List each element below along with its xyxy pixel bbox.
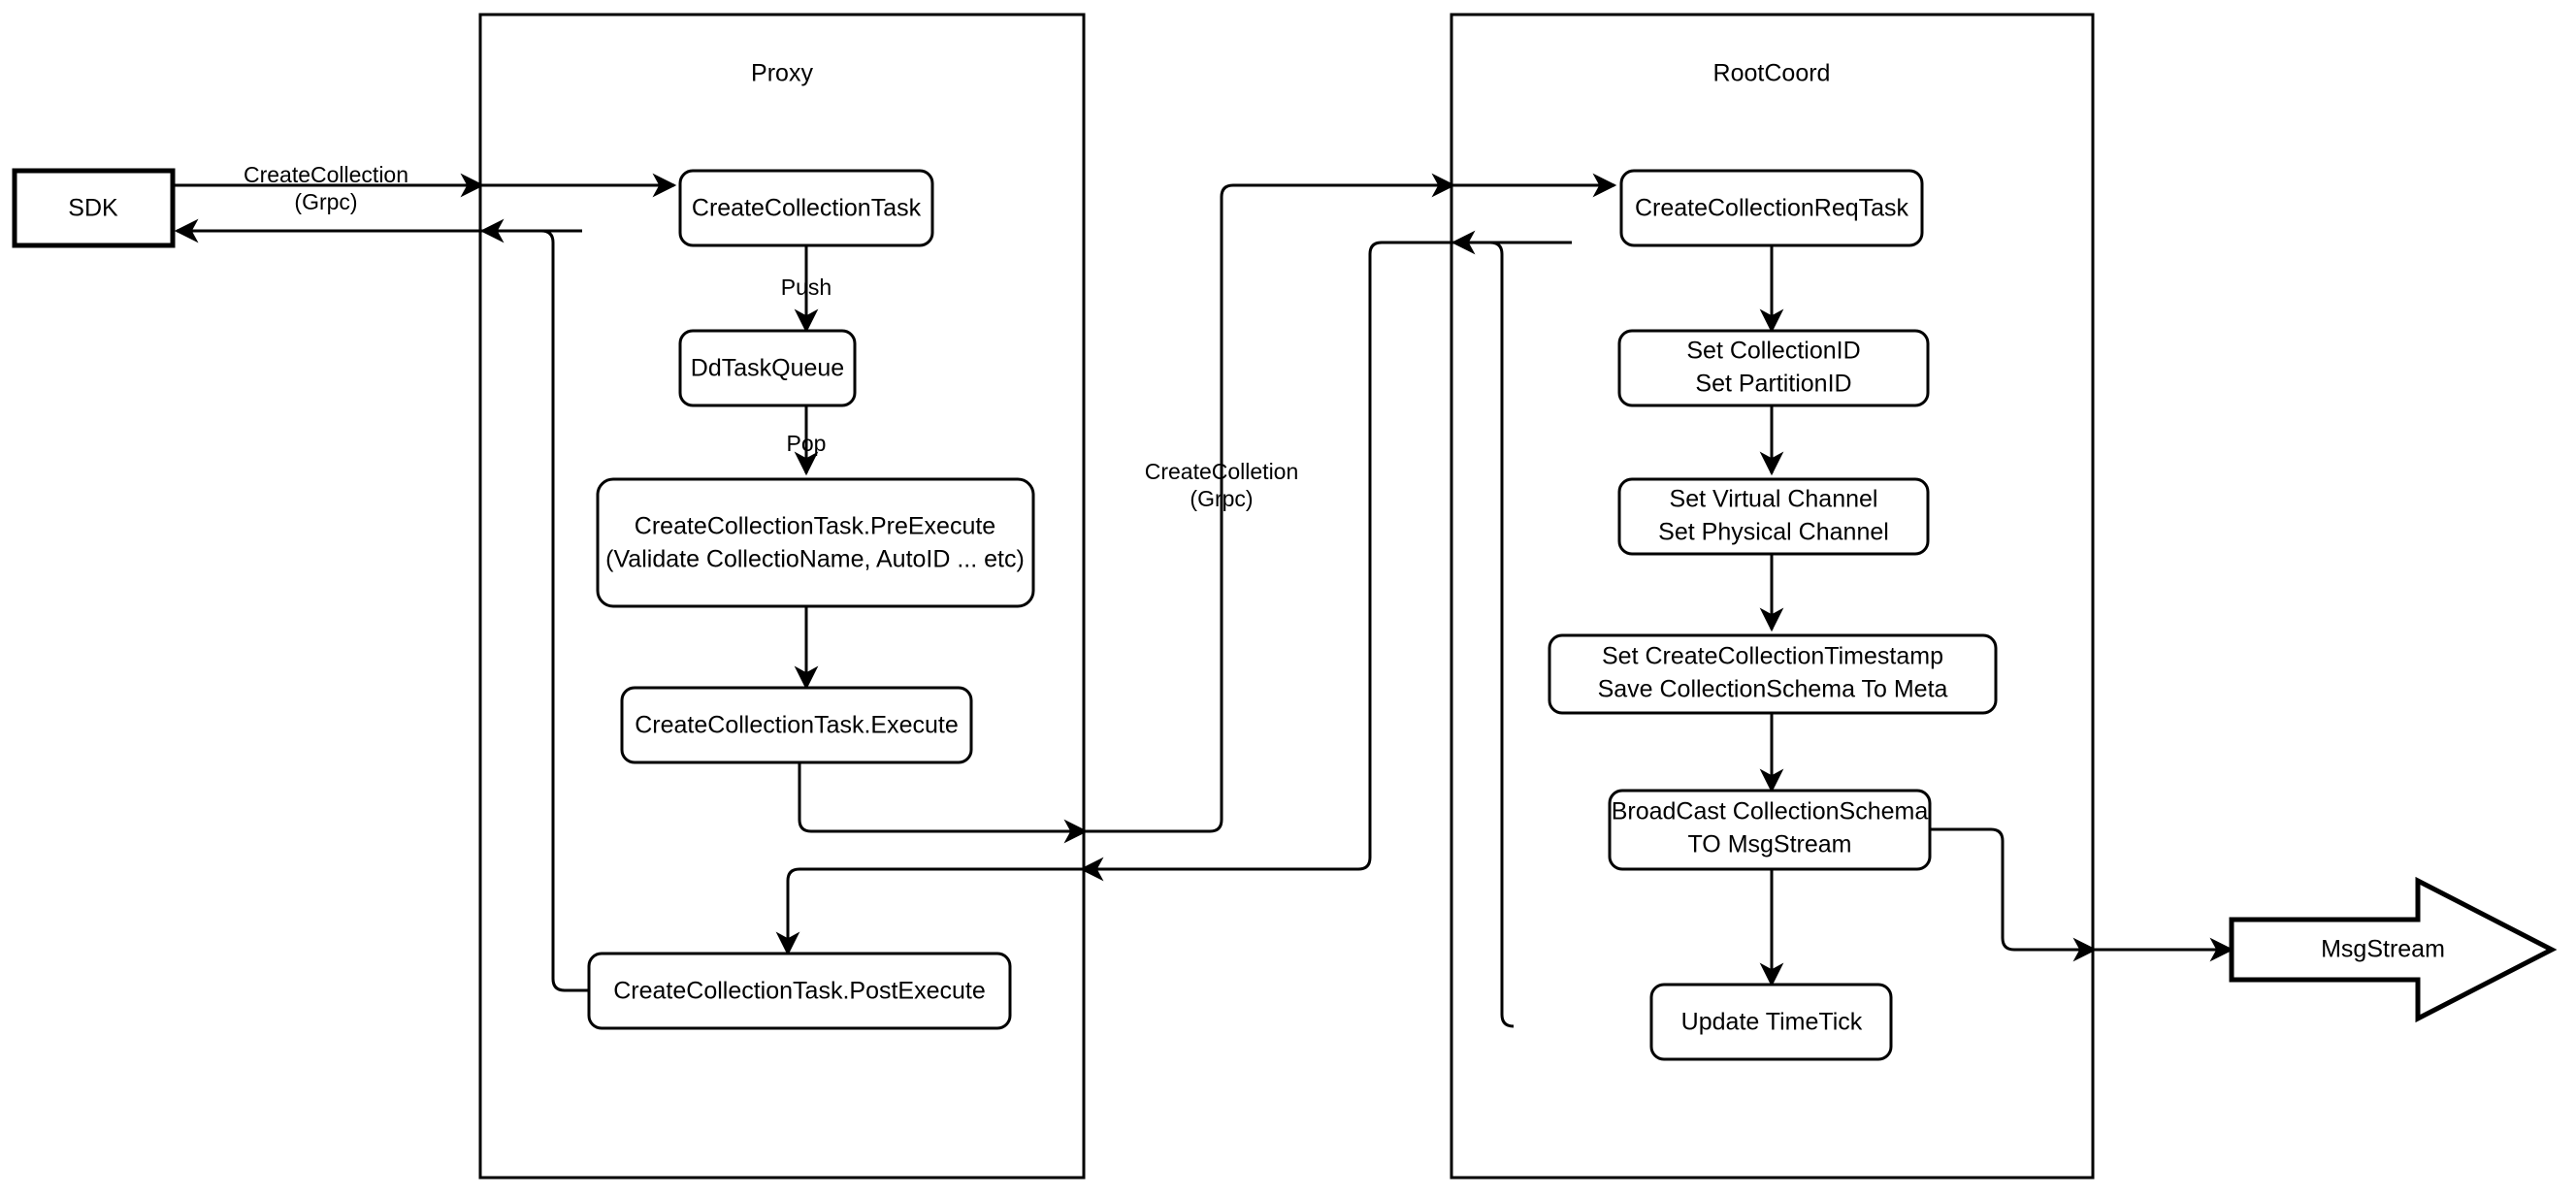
node-post-execute-label: CreateCollectionTask.PostExecute bbox=[613, 978, 986, 1005]
edge-label-sdk-to-proxy-line2: (Grpc) bbox=[294, 189, 357, 214]
node-set-timestamp-label-line1: Set CreateCollectionTimestamp bbox=[1602, 643, 1943, 670]
node-set-channels-label-line2: Set Physical Channel bbox=[1658, 519, 1889, 546]
node-create-collection-req-task-label: CreateCollectionReqTask bbox=[1635, 195, 1909, 222]
edge-rootcoord-return-to-postexecute bbox=[775, 241, 1515, 1028]
node-set-channels-label-line1: Set Virtual Channel bbox=[1670, 486, 1878, 513]
node-pre-execute[interactable] bbox=[596, 477, 1035, 608]
node-set-ids[interactable] bbox=[1617, 329, 1930, 407]
edge-label-proxy-to-rootcoord-line1: CreateColletion bbox=[1145, 459, 1299, 484]
node-execute-label: CreateCollectionTask.Execute bbox=[635, 712, 959, 739]
node-set-ids-label-line2: Set PartitionID bbox=[1695, 371, 1851, 398]
node-set-ids-label-line1: Set CollectionID bbox=[1686, 338, 1860, 365]
edge-label-proxy-to-rootcoord-line2: (Grpc) bbox=[1190, 486, 1253, 511]
edge-label-push: Push bbox=[781, 275, 831, 300]
node-dd-task-queue-label: DdTaskQueue bbox=[691, 355, 844, 382]
node-broadcast[interactable] bbox=[1608, 789, 1932, 871]
node-dd-task-queue[interactable] bbox=[678, 329, 857, 407]
node-set-timestamp[interactable] bbox=[1548, 633, 1998, 715]
node-create-collection-task[interactable] bbox=[678, 169, 934, 247]
node-update-timetick-label: Update TimeTick bbox=[1681, 1009, 1863, 1036]
node-msgstream-arrow[interactable] bbox=[2229, 876, 2558, 1023]
node-sdk-label: SDK bbox=[68, 195, 118, 222]
edge-label-pop: Pop bbox=[787, 431, 827, 456]
node-pre-execute-label-line2: (Validate CollectioName, AutoID ... etc) bbox=[605, 546, 1025, 573]
node-update-timetick[interactable] bbox=[1649, 983, 1893, 1061]
node-msgstream-label: MsgStream bbox=[2321, 936, 2445, 963]
node-broadcast-label-line2: TO MsgStream bbox=[1687, 831, 1851, 858]
node-create-collection-req-task[interactable] bbox=[1619, 169, 1924, 247]
container-rootcoord-title: RootCoord bbox=[1713, 60, 1831, 87]
node-pre-execute-label-line1: CreateCollectionTask.PreExecute bbox=[635, 513, 995, 540]
edge-label-sdk-to-proxy-line1: CreateCollection bbox=[244, 162, 408, 187]
node-set-timestamp-label-line2: Save CollectionSchema To Meta bbox=[1598, 676, 1948, 703]
node-sdk-box[interactable] bbox=[12, 168, 176, 248]
node-post-execute[interactable] bbox=[587, 952, 1012, 1030]
node-create-collection-task-label: CreateCollectionTask bbox=[692, 195, 922, 222]
edge-broadcast-to-msgstream bbox=[1930, 827, 2234, 962]
container-proxy-title: Proxy bbox=[751, 60, 813, 87]
node-broadcast-label-line1: BroadCast CollectionSchema bbox=[1612, 798, 1929, 825]
edge-execute-to-rootcoord bbox=[798, 173, 1617, 833]
node-set-channels[interactable] bbox=[1617, 477, 1930, 556]
node-execute[interactable] bbox=[620, 686, 973, 764]
